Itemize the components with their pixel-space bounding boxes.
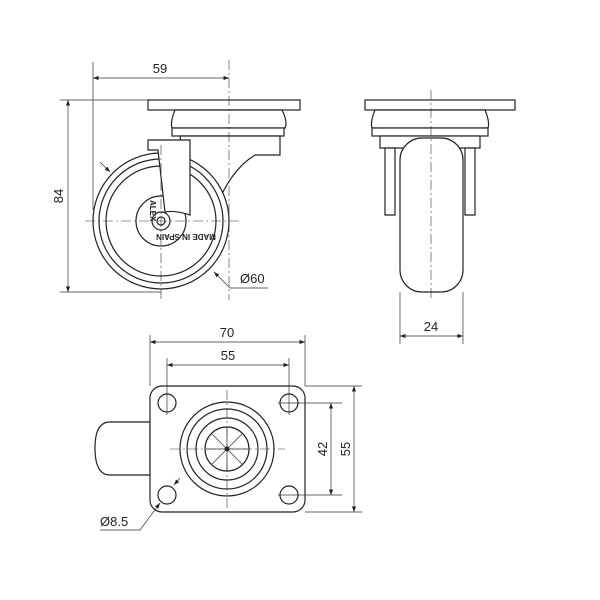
dim-wheel-width: 24 (424, 319, 438, 334)
dim-hole-spacing-x: 55 (221, 348, 235, 363)
side-view: ALEX MADE IN SPAIN 59 84 Ø60 (51, 60, 301, 300)
dim-plate-width: 70 (220, 325, 234, 340)
wheel-bottom (94, 421, 151, 476)
top-plate-front (364, 99, 516, 111)
brake-lever (147, 139, 191, 216)
swivel-ring (171, 127, 285, 137)
dim-wheel-dia: Ø60 (240, 271, 265, 286)
dim-plate-height: 55 (338, 442, 353, 456)
top-plate (147, 99, 301, 111)
wheel-front (399, 137, 464, 293)
dim-hole-spacing-y: 42 (315, 442, 330, 456)
dim-hole-dia: Ø8.5 (100, 514, 128, 529)
bottom-view: 70 55 42 55 Ø8.5 (94, 325, 362, 531)
front-view: 24 (364, 90, 516, 344)
dim-height-84: 84 (51, 189, 66, 203)
dim-width-59: 59 (153, 61, 167, 76)
wheel-brand-text: ALEX (148, 200, 157, 222)
wheel-origin-text: MADE IN SPAIN (156, 232, 216, 241)
